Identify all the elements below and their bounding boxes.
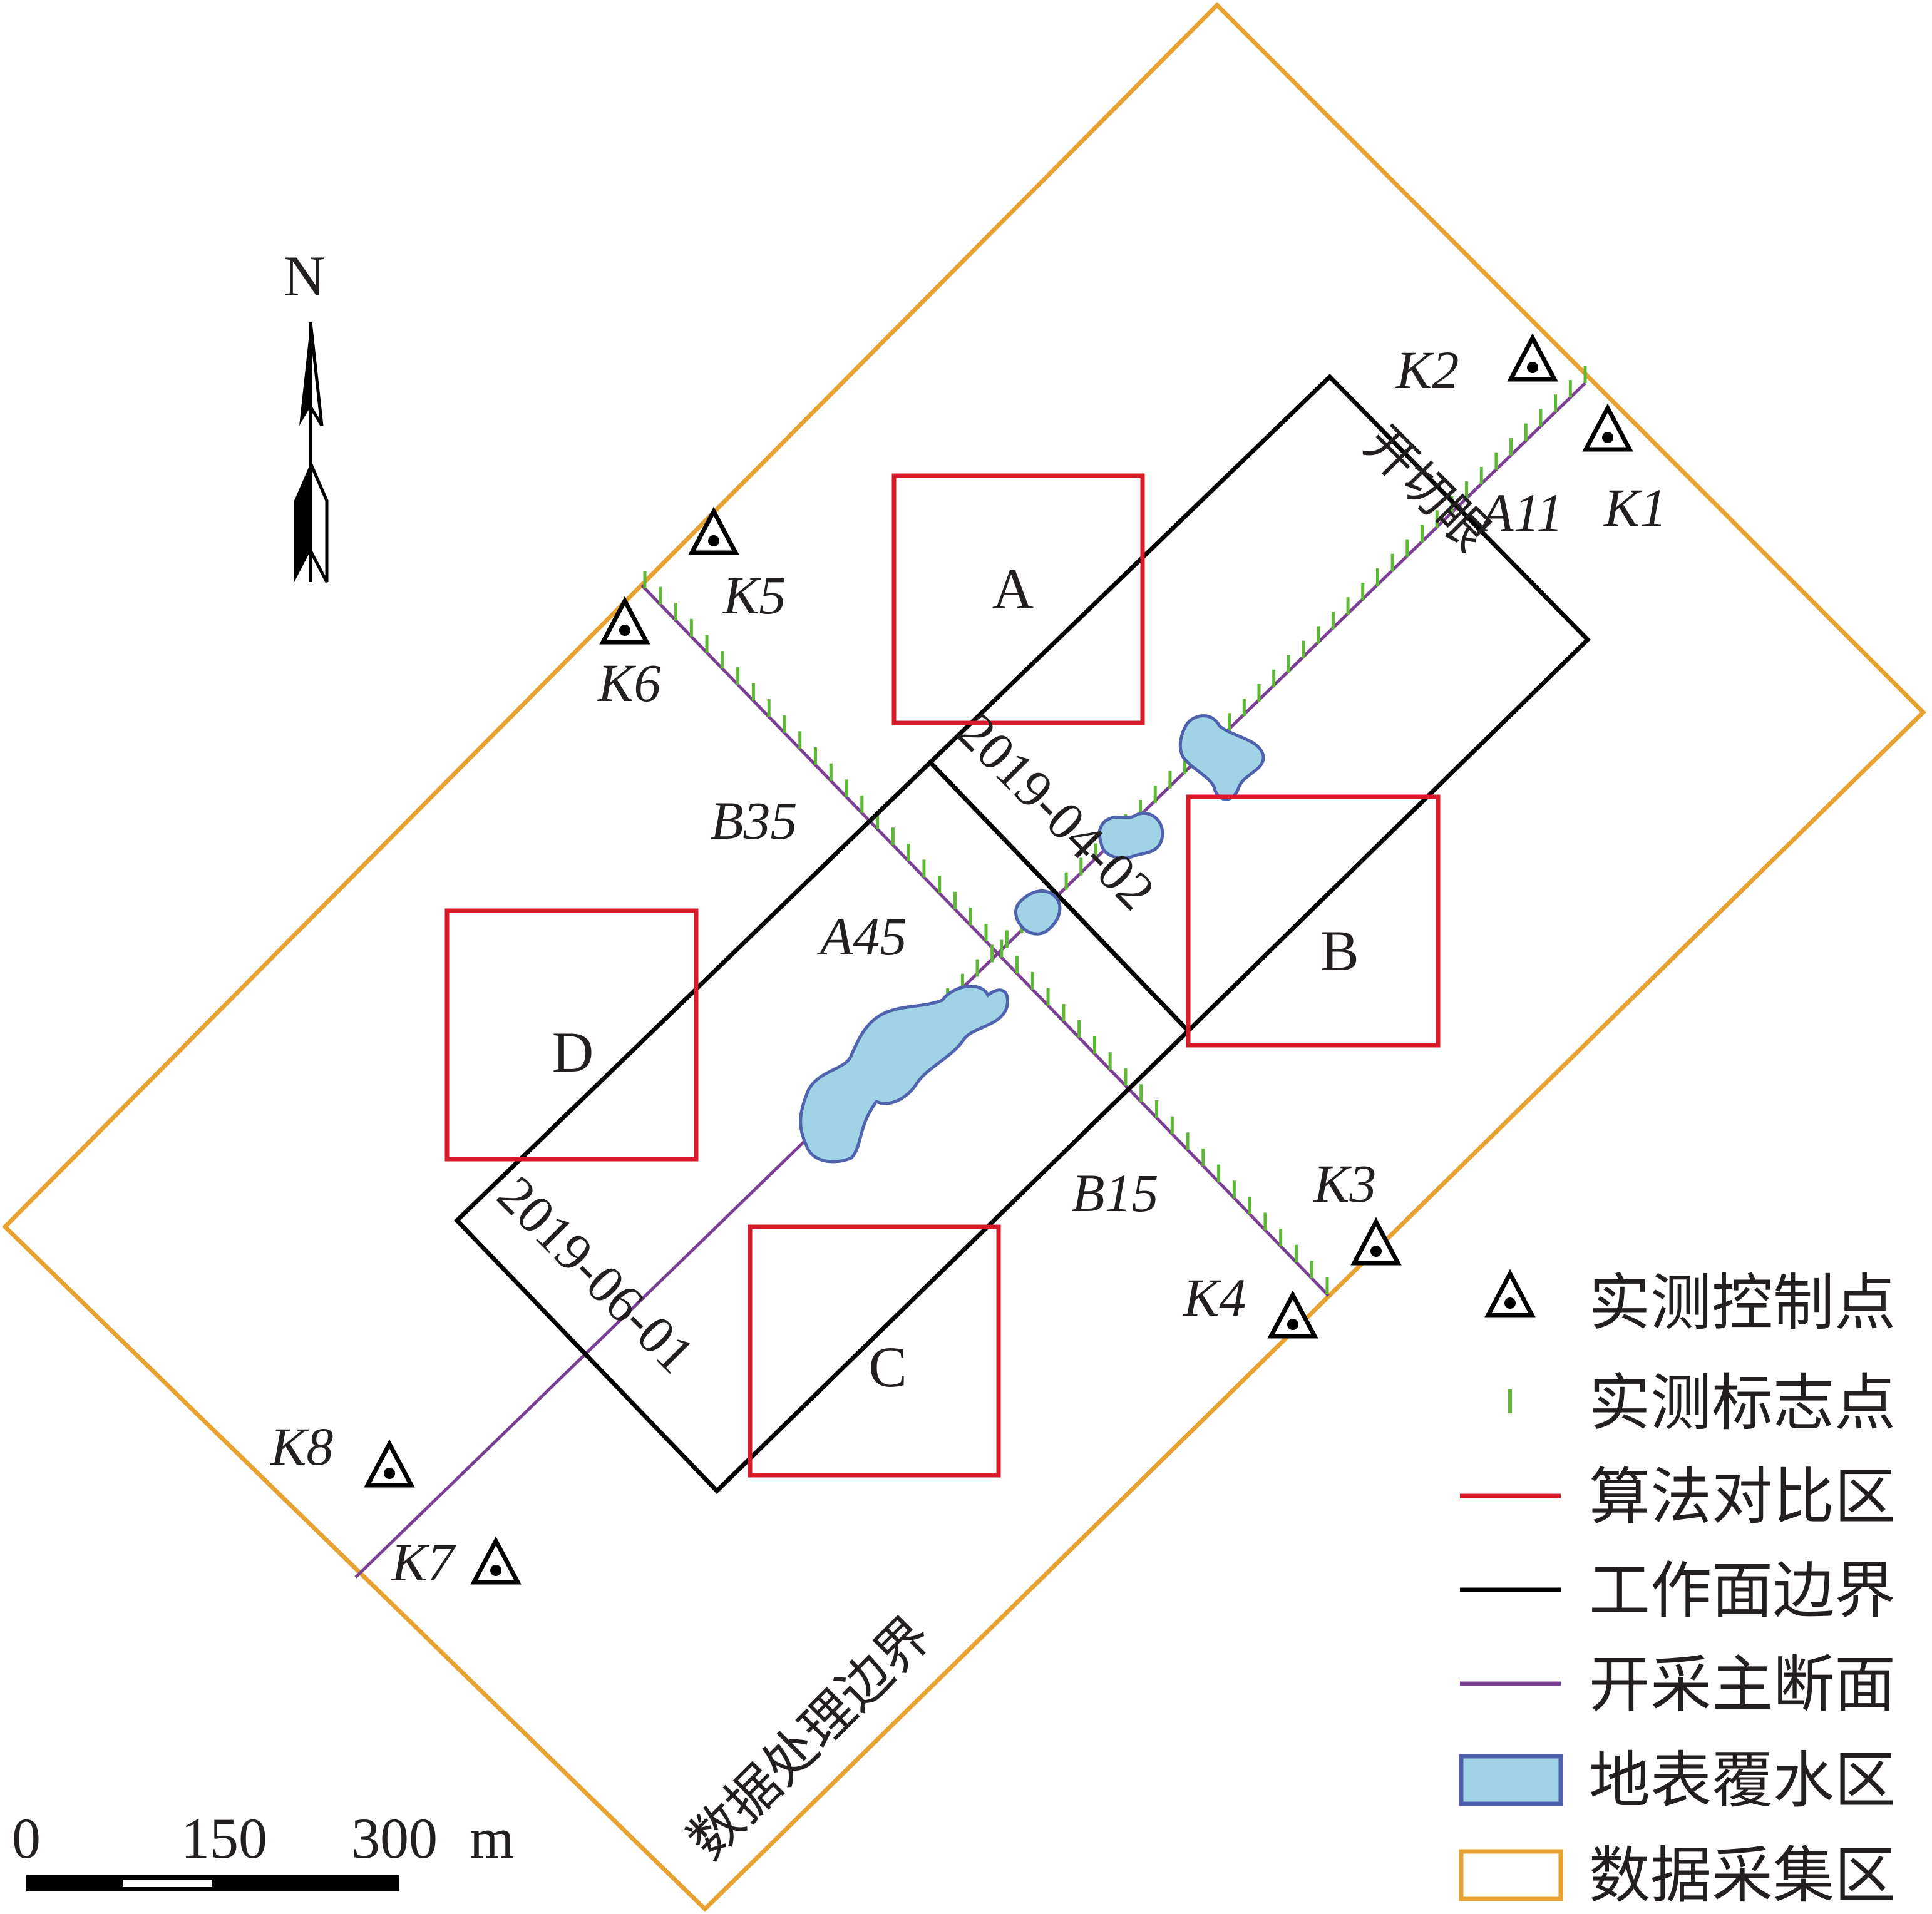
- legend-label-comparison-zone: 算法对比区: [1589, 1461, 1896, 1533]
- label-b35: B35: [711, 791, 798, 851]
- legend-label-working-face: 工作面边界: [1589, 1555, 1896, 1627]
- label-k1: K1: [1603, 478, 1667, 538]
- working-face-boundary-2: [454, 759, 1191, 1494]
- scale-tick-300: 300: [351, 1806, 438, 1870]
- control-point-k5: [692, 511, 736, 553]
- comparison-zone-c: [748, 1224, 1001, 1478]
- north-label: N: [284, 244, 325, 308]
- comparison-zone-a: [891, 473, 1145, 725]
- legend-label-water-area: 地表覆水区: [1589, 1745, 1896, 1816]
- scale-unit: m: [470, 1806, 515, 1870]
- control-point-k7: [474, 1541, 518, 1582]
- label-a11: A11: [1477, 483, 1563, 543]
- legend-item-water-area: 地表覆水区: [1459, 1745, 1896, 1816]
- zone-a-label: A: [992, 557, 1034, 621]
- collection-area-icon: [1459, 1849, 1563, 1901]
- label-k4: K4: [1182, 1267, 1246, 1328]
- legend-label-collection-area: 数据采集区: [1589, 1840, 1896, 1911]
- legend-item-main-section: 开采主断面: [1460, 1649, 1896, 1721]
- legend-label-control-point: 实测控制点: [1589, 1267, 1896, 1339]
- water-area-1: [1178, 714, 1265, 801]
- scale-tick-150: 150: [181, 1806, 267, 1870]
- main-section-strike: [354, 382, 1586, 1579]
- water-area-2: [1097, 811, 1164, 860]
- control-point-k6: [603, 601, 647, 642]
- control-point-k8: [367, 1444, 411, 1485]
- date-label-2019-06-01: 2019-06-01: [486, 1165, 707, 1385]
- data-processing-boundary-label: 数据处理边界: [676, 1604, 943, 1871]
- scale-tick-0: 0: [12, 1806, 41, 1870]
- label-k2: K2: [1395, 340, 1459, 400]
- legend: 实测控制点 实测标志点 算法对比区 工作面边界 开采主断面 地表覆水区 数据采集…: [1459, 1267, 1896, 1911]
- zone-d-label: D: [552, 1020, 593, 1084]
- comparison-zone-b: [1186, 794, 1441, 1048]
- legend-item-marker-point: 实测标志点: [1508, 1368, 1896, 1439]
- water-area-3: [1014, 889, 1062, 936]
- control-point-k3: [1354, 1222, 1398, 1263]
- zone-b-label: B: [1320, 919, 1359, 983]
- scale-bar: 0 150 300 m: [12, 1806, 515, 1891]
- control-point-icon: [1488, 1274, 1532, 1315]
- label-b15: B15: [1072, 1163, 1159, 1223]
- water-area-icon: [1459, 1754, 1563, 1806]
- legend-item-control-point: 实测控制点: [1488, 1267, 1896, 1339]
- legend-item-comparison-zone: 算法对比区: [1460, 1461, 1896, 1533]
- label-k7: K7: [390, 1532, 456, 1592]
- label-k3: K3: [1312, 1154, 1376, 1214]
- control-point-k2: [1511, 338, 1554, 379]
- legend-item-working-face: 工作面边界: [1460, 1555, 1896, 1627]
- north-arrow-icon: N: [284, 244, 329, 583]
- legend-label-main-section: 开采主断面: [1589, 1649, 1896, 1721]
- water-area-4: [799, 985, 1009, 1164]
- label-k5: K5: [722, 565, 786, 625]
- surface-water-areas: [799, 714, 1265, 1164]
- comparison-zones: [444, 473, 1441, 1478]
- comparison-zone-d: [444, 908, 699, 1162]
- label-k6: K6: [597, 653, 660, 713]
- label-k8: K8: [269, 1416, 333, 1476]
- legend-label-marker-point: 实测标志点: [1589, 1368, 1896, 1439]
- label-a45: A45: [817, 906, 907, 966]
- legend-item-collection-area: 数据采集区: [1459, 1840, 1896, 1911]
- zone-c-label: C: [868, 1335, 907, 1399]
